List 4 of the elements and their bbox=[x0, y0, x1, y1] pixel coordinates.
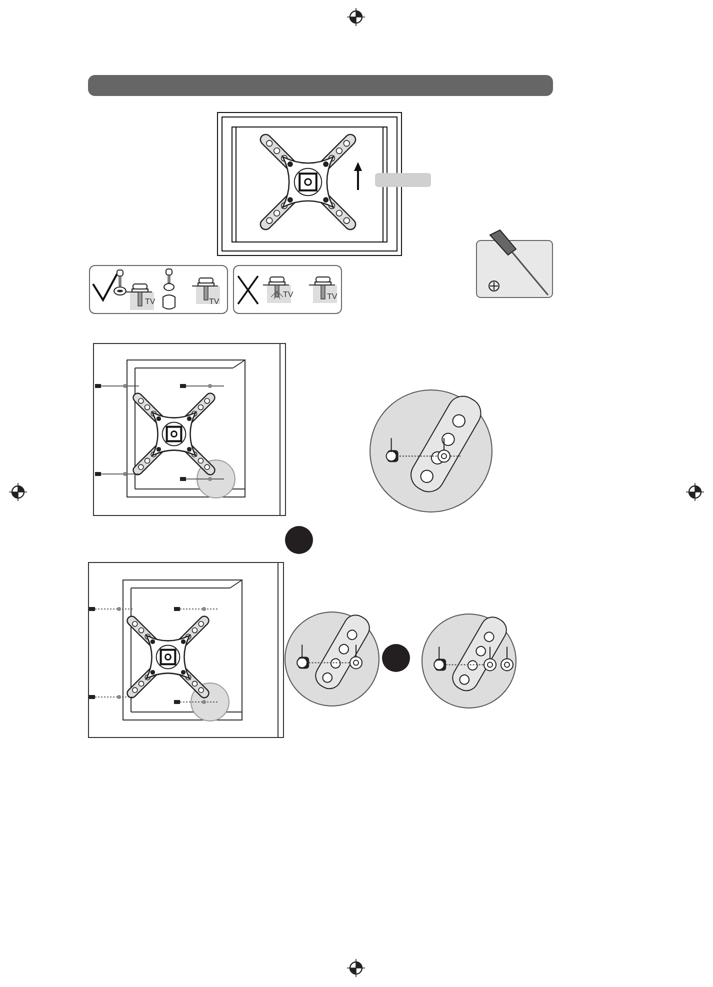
tv-label: TV bbox=[209, 298, 220, 306]
tv-label: TV bbox=[145, 298, 156, 306]
tv-label: TV bbox=[283, 291, 294, 299]
tv-label: TV bbox=[327, 293, 338, 301]
